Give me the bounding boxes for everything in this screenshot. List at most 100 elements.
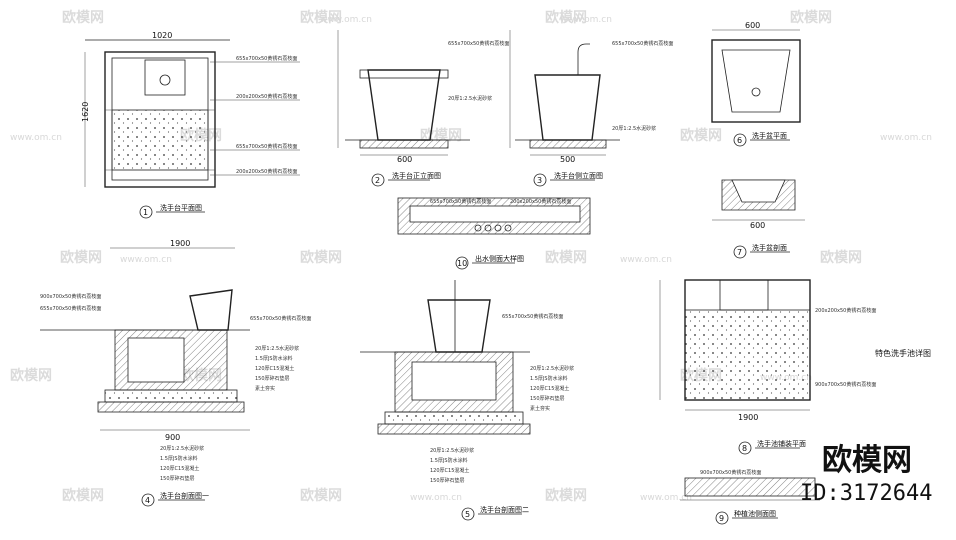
brand-block: 欧模网 ID:3172644 (800, 443, 932, 506)
svg-text:655x700x50黄锈石荔枝面: 655x700x50黄锈石荔枝面 (612, 40, 673, 47)
svg-text:欧模网: 欧模网 (60, 249, 102, 266)
brand-logo-text: 欧模网 (822, 443, 912, 478)
svg-text:655x700x50黄锈石荔枝面: 655x700x50黄锈石荔枝面 (250, 315, 311, 322)
svg-text:8: 8 (742, 444, 747, 453)
svg-text:1900: 1900 (170, 239, 190, 248)
brand-id: ID:3172644 (800, 481, 932, 506)
svg-text:20厚1:2.5水泥砂浆: 20厚1:2.5水泥砂浆 (612, 125, 656, 132)
svg-text:种植池侧面图: 种植池侧面图 (734, 509, 776, 518)
dim-label: 1020 (152, 31, 172, 40)
svg-text:洗手台剖面图一: 洗手台剖面图一 (160, 491, 209, 500)
svg-text:655x700x50黄锈石荔枝面: 655x700x50黄锈石荔枝面 (236, 143, 297, 150)
drawing-5-section-2: 655x700x50黄锈石荔枝面 20厚1:2.5水泥砂浆 1.5厚JS防水涂料… (360, 280, 574, 521)
svg-text:素土夯实: 素土夯实 (255, 385, 275, 392)
svg-text:150厚碎石垫层: 150厚碎石垫层 (530, 395, 565, 402)
drawing-number-badge (733, 133, 747, 147)
svg-text:洗手池铺装平面: 洗手池铺装平面 (757, 439, 806, 448)
svg-text:10: 10 (457, 259, 467, 268)
svg-text:200x200x50黄锈石荔枝面: 200x200x50黄锈石荔枝面 (815, 307, 876, 314)
svg-text:9: 9 (719, 514, 724, 523)
drawing-number-badge (733, 245, 747, 259)
dim-label: 1620 (81, 102, 90, 122)
svg-text:600: 600 (750, 221, 765, 230)
svg-text:120厚C15混凝土: 120厚C15混凝土 (160, 465, 199, 472)
svg-text:655x700x50黄锈石荔枝面: 655x700x50黄锈石荔枝面 (430, 198, 491, 205)
svg-text:欧模网: 欧模网 (545, 249, 587, 266)
drawing-3-side-elevation: 500 655x700x50黄锈石荔枝面 20厚1:2.5水泥砂浆 3 洗手台侧… (509, 30, 673, 187)
sheet-title: 特色洗手池详图 (875, 348, 931, 358)
svg-text:www.om.cn: www.om.cn (10, 133, 62, 143)
svg-text:3: 3 (537, 176, 542, 185)
svg-text:900: 900 (165, 433, 180, 442)
svg-text:www.om.cn: www.om.cn (620, 255, 672, 265)
svg-text:洗手台侧立面图: 洗手台侧立面图 (554, 171, 603, 180)
svg-text:655x700x50黄锈石荔枝面: 655x700x50黄锈石荔枝面 (448, 40, 509, 47)
svg-text:洗手台平面图: 洗手台平面图 (160, 203, 202, 212)
svg-text:出水侧面大样图: 出水侧面大样图 (475, 254, 524, 263)
svg-text:欧模网: 欧模网 (62, 9, 104, 26)
svg-text:655x700x50黄锈石荔枝面: 655x700x50黄锈石荔枝面 (236, 55, 297, 62)
svg-text:7: 7 (737, 248, 742, 257)
svg-text:1.5厚JS防水涂料: 1.5厚JS防水涂料 (530, 375, 568, 382)
svg-text:600: 600 (397, 155, 412, 164)
svg-text:655x700x50黄锈石荔枝面: 655x700x50黄锈石荔枝面 (502, 313, 563, 320)
svg-text:150厚碎石垫层: 150厚碎石垫层 (160, 475, 195, 482)
drawing-9-planter-side: 900x700x50黄锈石荔枝面 9 种植池侧面图 (680, 469, 820, 525)
svg-text:www.om.cn: www.om.cn (880, 133, 932, 143)
svg-text:20厚1:2.5水泥砂浆: 20厚1:2.5水泥砂浆 (448, 95, 492, 102)
svg-text:200x200x50黄锈石荔枝面: 200x200x50黄锈石荔枝面 (236, 168, 297, 175)
svg-text:欧模网: 欧模网 (300, 9, 342, 26)
drawing-8-paving-plan: 1900 200x200x50黄锈石荔枝面 900x700x50黄锈石荔枝面 特… (659, 279, 931, 455)
svg-text:www.om.cn: www.om.cn (560, 15, 612, 25)
drawing-2-front-elevation: 600 655x700x50黄锈石荔枝面 20厚1:2.5水泥砂浆 2 洗手台正… (337, 30, 509, 187)
svg-text:500: 500 (560, 155, 575, 164)
drawing-number-badge (371, 173, 385, 187)
svg-text:600: 600 (745, 21, 760, 30)
drawing-number-badge (715, 511, 729, 525)
drawing-7-basin-section: 600 7 洗手盆剖面 (712, 179, 805, 259)
svg-text:655x700x50黄锈石荔枝面: 655x700x50黄锈石荔枝面 (40, 305, 101, 312)
svg-text:1.5厚JS防水涂料: 1.5厚JS防水涂料 (160, 455, 198, 462)
svg-text:6: 6 (737, 136, 742, 145)
drawing-number-badge (738, 441, 752, 455)
svg-text:www.om.cn: www.om.cn (410, 493, 462, 503)
drawing-4-section-1: 1900 900 900x700x50黄锈石荔枝面 655x700x50黄锈石荔… (40, 239, 311, 507)
svg-text:1: 1 (143, 208, 148, 217)
drawing-number-badge (461, 507, 475, 521)
svg-text:www.om.cn: www.om.cn (640, 493, 692, 503)
svg-text:欧模网: 欧模网 (790, 9, 832, 26)
svg-text:欧模网: 欧模网 (10, 367, 52, 384)
drawing-number-badge (455, 256, 469, 270)
svg-text:20厚1:2.5水泥砂浆: 20厚1:2.5水泥砂浆 (430, 447, 474, 454)
svg-text:洗手台剖面图二: 洗手台剖面图二 (480, 505, 529, 514)
svg-text:欧模网: 欧模网 (545, 9, 587, 26)
svg-text:1.5厚JS防水涂料: 1.5厚JS防水涂料 (430, 457, 468, 464)
svg-text:欧模网: 欧模网 (62, 487, 104, 504)
svg-text:欧模网: 欧模网 (680, 127, 722, 144)
svg-text:1.5厚JS防水涂料: 1.5厚JS防水涂料 (255, 355, 293, 362)
svg-text:150厚碎石垫层: 150厚碎石垫层 (255, 375, 290, 382)
svg-text:20厚1:2.5水泥砂浆: 20厚1:2.5水泥砂浆 (160, 445, 204, 452)
svg-text:欧模网: 欧模网 (820, 249, 862, 266)
svg-text:200x200x50黄锈石荔枝面: 200x200x50黄锈石荔枝面 (510, 198, 571, 205)
svg-text:1900: 1900 (738, 413, 758, 422)
drawing-number-badge (141, 493, 155, 507)
svg-text:900x700x50黄锈石荔枝面: 900x700x50黄锈石荔枝面 (40, 293, 101, 300)
svg-text:120厚C15混凝土: 120厚C15混凝土 (255, 365, 294, 372)
drawing-number-badge (533, 173, 547, 187)
drawing-number-badge (139, 205, 153, 219)
svg-text:4: 4 (145, 496, 150, 505)
svg-text:www.om.cn: www.om.cn (320, 15, 372, 25)
svg-text:欧模网: 欧模网 (300, 249, 342, 266)
svg-text:洗手盆剖面: 洗手盆剖面 (752, 243, 787, 252)
svg-text:900x700x50黄锈石荔枝面: 900x700x50黄锈石荔枝面 (700, 469, 761, 476)
svg-text:120厚C15混凝土: 120厚C15混凝土 (430, 467, 469, 474)
svg-text:www.om.cn: www.om.cn (120, 255, 172, 265)
svg-text:900x700x50黄锈石荔枝面: 900x700x50黄锈石荔枝面 (815, 381, 876, 388)
svg-text:200x200x50黄锈石荔枝面: 200x200x50黄锈石荔枝面 (236, 93, 297, 100)
svg-text:5: 5 (465, 510, 470, 519)
svg-text:欧模网: 欧模网 (300, 487, 342, 504)
svg-text:素土夯实: 素土夯实 (530, 405, 550, 412)
svg-text:120厚C15混凝土: 120厚C15混凝土 (530, 385, 569, 392)
